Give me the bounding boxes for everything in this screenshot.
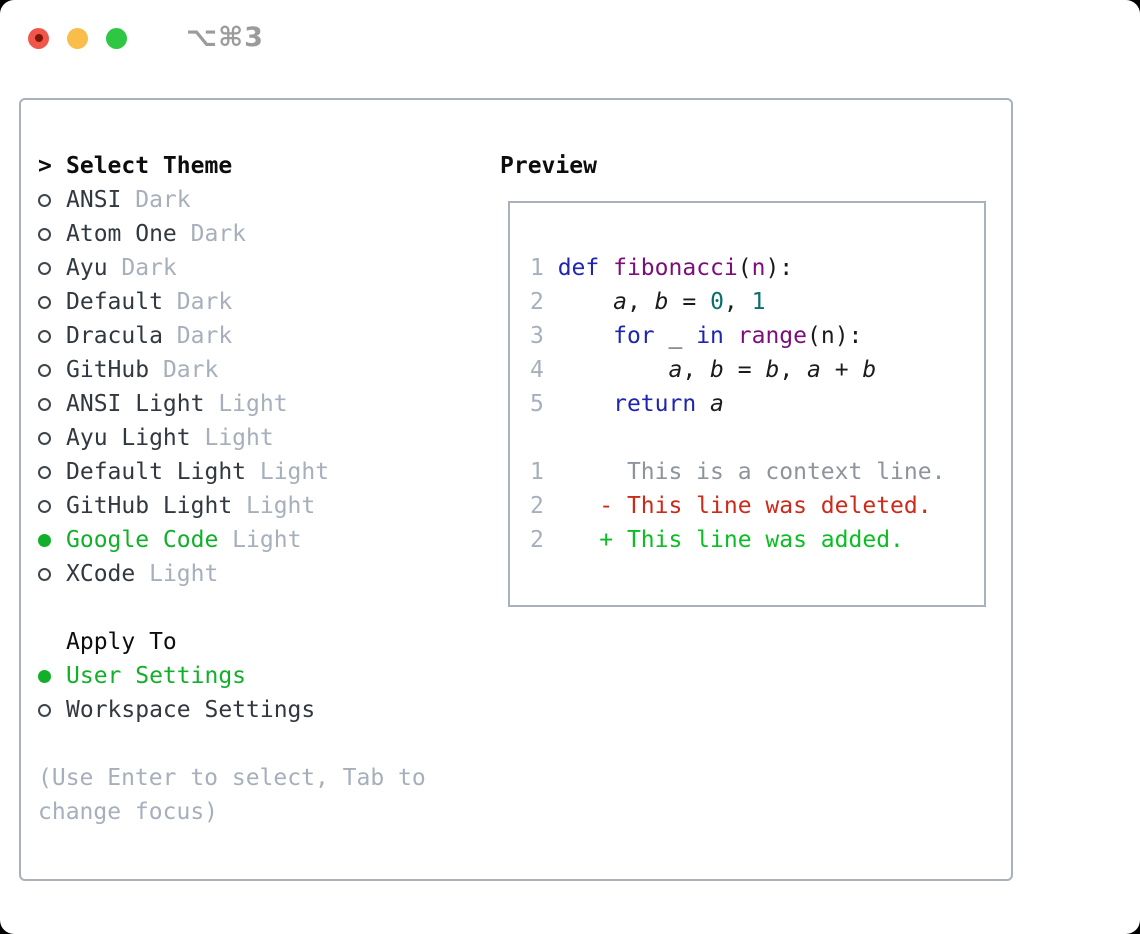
apply-to-header: Apply To (38, 625, 483, 659)
theme-label: Google Code (66, 527, 219, 553)
apply-option-user-settings[interactable]: User Settings (38, 659, 483, 693)
theme-label: Ayu (66, 255, 108, 281)
theme-label: Dracula (66, 323, 163, 349)
theme-option-default-light[interactable]: Default Light Light (38, 455, 483, 489)
radio-icon (38, 227, 66, 241)
minimize-button[interactable] (67, 27, 88, 49)
preview-code: 1 def fibonacci(n): 2 a, b = 0, 1 3 for _ … (510, 203, 984, 557)
radio-icon (38, 261, 66, 275)
help-line-1: (Use Enter to select, Tab to (38, 765, 426, 791)
theme-option-xcode[interactable]: XCode Light (38, 557, 483, 591)
radio-selected-icon (38, 533, 66, 547)
preview-line: 3 for _ in range(n): (530, 323, 863, 349)
apply-label: User Settings (66, 663, 247, 689)
apply-to-title: Apply To (66, 629, 177, 655)
theme-option-github-light[interactable]: GitHub Light Light (38, 489, 483, 523)
preview-line: 4 a, b = b, a + b (530, 357, 877, 383)
theme-variant: Light (190, 425, 274, 451)
theme-variant: Dark (162, 323, 233, 349)
preview-box: 1 def fibonacci(n): 2 a, b = 0, 1 3 for _ … (508, 201, 986, 607)
spacer (38, 591, 483, 625)
theme-label: Default Light (66, 459, 247, 485)
close-button[interactable] (28, 27, 49, 49)
window-shortcut-label: ⌥⌘3 (186, 22, 264, 53)
theme-label: GitHub Light (66, 493, 233, 519)
theme-label: ANSI Light (66, 391, 205, 417)
radio-selected-icon (38, 669, 66, 683)
radio-icon (38, 567, 66, 581)
theme-option-ansi-light[interactable]: ANSI Light Light (38, 387, 483, 421)
theme-option-google-code[interactable]: Google Code Light (38, 523, 483, 557)
theme-label: Atom One (66, 221, 177, 247)
apply-option-workspace-settings[interactable]: Workspace Settings (38, 693, 483, 727)
theme-variant: Light (218, 527, 302, 553)
theme-label: Ayu Light (66, 425, 191, 451)
radio-icon (38, 499, 66, 513)
theme-variant: Light (135, 561, 219, 587)
radio-icon (38, 397, 66, 411)
help-line-2: change focus) (38, 799, 219, 825)
theme-variant: Dark (107, 255, 177, 281)
theme-variant: Dark (121, 187, 191, 213)
radio-icon (38, 363, 66, 377)
theme-variant: Light (246, 459, 330, 485)
preview-header: Preview (500, 153, 597, 179)
theme-option-atom-one[interactable]: Atom One Dark (38, 217, 483, 251)
maximize-button[interactable] (106, 27, 127, 49)
theme-variant: Light (232, 493, 316, 519)
radio-icon (38, 703, 66, 717)
preview-line: 5 return a (530, 391, 724, 417)
preview-line: 2 a, b = 0, 1 (530, 289, 766, 315)
theme-option-github[interactable]: GitHub Dark (38, 353, 483, 387)
spacer (38, 727, 483, 761)
radio-icon (38, 431, 66, 445)
theme-option-ayu[interactable]: Ayu Dark (38, 251, 483, 285)
theme-label: Default (66, 289, 163, 315)
theme-variant: Light (204, 391, 288, 417)
preview-line: 1 This is a context line. (530, 459, 946, 485)
theme-option-dracula[interactable]: Dracula Dark (38, 319, 483, 353)
select-theme-header: > Select Theme (38, 149, 483, 183)
theme-option-ayu-light[interactable]: Ayu Light Light (38, 421, 483, 455)
titlebar: ⌥⌘3 (28, 22, 264, 53)
theme-label: GitHub (66, 357, 150, 383)
theme-option-default[interactable]: Default Dark (38, 285, 483, 319)
select-theme-title: Select Theme (66, 153, 233, 179)
apply-label: Workspace Settings (66, 697, 316, 723)
theme-option-ansi[interactable]: ANSI Dark (38, 183, 483, 217)
theme-label: XCode (66, 561, 136, 587)
radio-icon (38, 193, 66, 207)
preview-line: 2 - This line was deleted. (530, 493, 932, 519)
selection-prompt: > (38, 153, 52, 179)
preview-line: 1 def fibonacci(n): (530, 255, 794, 281)
theme-variant: Dark (149, 357, 219, 383)
radio-icon (38, 295, 66, 309)
theme-variant: Dark (162, 289, 233, 315)
preview-line: 2 + This line was added. (530, 527, 904, 553)
unsaved-indicator-dot (34, 34, 43, 42)
radio-icon (38, 465, 66, 479)
theme-variant: Dark (176, 221, 247, 247)
radio-icon (38, 329, 66, 343)
preview-line (530, 421, 984, 455)
help-text: (Use Enter to select, Tab to change focu… (38, 761, 483, 829)
theme-label: ANSI (66, 187, 122, 213)
